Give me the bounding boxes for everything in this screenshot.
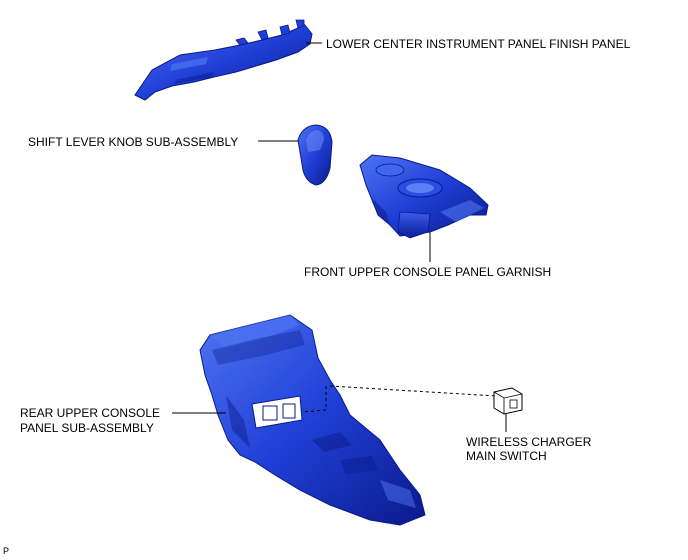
rear-upper-console-panel-part xyxy=(199,314,426,526)
label-front-upper-console-panel-garnish: FRONT UPPER CONSOLE PANEL GARNISH xyxy=(304,265,552,279)
label-wireless-charger-line1: WIRELESS CHARGER xyxy=(466,435,592,449)
dashed-line-lower xyxy=(301,386,327,413)
label-rear-upper-console-line1: REAR UPPER CONSOLE xyxy=(20,406,161,420)
lower-center-instrument-panel-finish-panel-part xyxy=(134,19,313,101)
label-shift-lever-knob-sub-assembly: SHIFT LEVER KNOB SUB-ASSEMBLY xyxy=(28,135,239,149)
wireless-charger-main-switch-part xyxy=(493,387,523,415)
label-rear-upper-console-line2: PANEL SUB-ASSEMBLY xyxy=(20,421,154,435)
installation-dashed-lines xyxy=(301,385,497,413)
label-lower-center-instrument-panel-finish-panel: LOWER CENTER INSTRUMENT PANEL FINISH PAN… xyxy=(326,37,631,51)
shift-lever-knob-part xyxy=(297,124,333,186)
label-wireless-charger-line2: MAIN SWITCH xyxy=(466,449,547,463)
dashed-line-upper xyxy=(329,385,497,397)
front-upper-console-panel-garnish-part xyxy=(359,154,489,239)
figure-code: P xyxy=(3,546,10,556)
leader-lines xyxy=(172,42,507,432)
